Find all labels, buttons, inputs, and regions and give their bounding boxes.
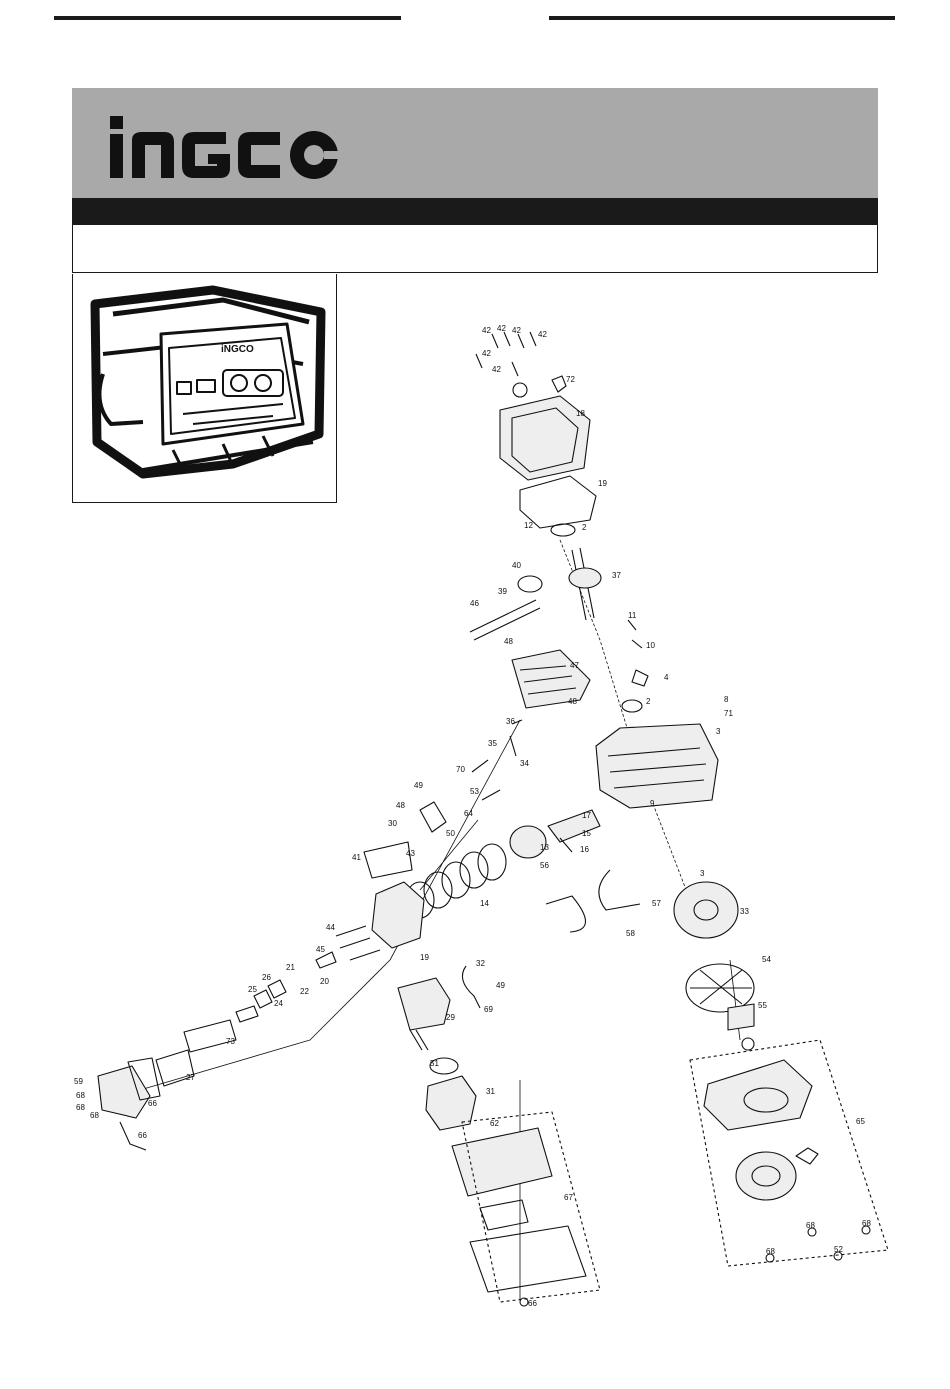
part-label: 37 xyxy=(612,571,621,580)
part-label: 19 xyxy=(598,479,607,488)
part-label: 66 xyxy=(148,1099,157,1108)
part-label: 62 xyxy=(490,1119,499,1128)
part-label: 3 xyxy=(700,869,705,878)
part-label: 40 xyxy=(512,561,521,570)
part-label: 39 xyxy=(498,587,507,596)
part-label: 35 xyxy=(488,739,497,748)
part-label: 11 xyxy=(628,611,637,620)
part-label: 42 xyxy=(482,326,491,335)
part-label: 53 xyxy=(470,787,479,796)
part-label: 48 xyxy=(504,637,513,646)
part-label: 29 xyxy=(446,1013,455,1022)
part-label: 42 xyxy=(482,349,491,358)
part-label: 42 xyxy=(497,324,506,333)
part-label: 36 xyxy=(506,717,515,726)
part-label: 41 xyxy=(352,853,361,862)
part-label: 66 xyxy=(528,1299,537,1308)
part-label: 15 xyxy=(582,829,591,838)
part-label: 12 xyxy=(524,521,533,530)
part-label: 68 xyxy=(76,1091,85,1100)
part-label: 10 xyxy=(646,641,655,650)
part-label: 51 xyxy=(430,1059,439,1068)
part-label: 33 xyxy=(740,907,749,916)
part-label: 56 xyxy=(540,861,549,870)
part-label: 49 xyxy=(414,781,423,790)
part-label: 42 xyxy=(538,330,547,339)
part-label: 31 xyxy=(486,1087,495,1096)
part-label: 14 xyxy=(480,899,489,908)
part-label: 50 xyxy=(446,829,455,838)
part-label: 24 xyxy=(274,999,283,1008)
part-label: 65 xyxy=(856,1117,865,1126)
part-label: 30 xyxy=(388,819,397,828)
part-label: 59 xyxy=(74,1077,83,1086)
part-label: 57 xyxy=(652,899,661,908)
part-label: 46 xyxy=(470,599,479,608)
part-label: 64 xyxy=(464,809,473,818)
part-label: 45 xyxy=(316,945,325,954)
part-label: 70 xyxy=(456,765,465,774)
part-label: 68 xyxy=(806,1221,815,1230)
part-label: 67 xyxy=(564,1193,573,1202)
part-label: 27 xyxy=(186,1073,195,1082)
part-label: 17 xyxy=(582,811,591,820)
part-label: 68 xyxy=(76,1103,85,1112)
part-label: 19 xyxy=(420,953,429,962)
part-label: 73 xyxy=(226,1037,235,1046)
part-label: 54 xyxy=(762,955,771,964)
part-label: 52 xyxy=(834,1245,843,1254)
part-label: 21 xyxy=(286,963,295,972)
part-label: 26 xyxy=(262,973,271,982)
part-label: 2 xyxy=(646,697,651,706)
part-label: 48 xyxy=(568,697,577,706)
part-label: 68 xyxy=(90,1111,99,1120)
part-label: 18 xyxy=(576,409,585,418)
part-label: 9 xyxy=(650,799,655,808)
part-label: 42 xyxy=(492,365,501,374)
part-label: 2 xyxy=(582,523,587,532)
part-label: 44 xyxy=(326,923,335,932)
part-label: 43 xyxy=(406,849,415,858)
part-label: 68 xyxy=(862,1219,871,1228)
part-label: 69 xyxy=(484,1005,493,1014)
part-label: 4 xyxy=(664,673,669,682)
part-label: 32 xyxy=(476,959,485,968)
part-label: 16 xyxy=(580,845,589,854)
part-label: 8 xyxy=(724,695,729,704)
part-label: 25 xyxy=(248,985,257,994)
part-label: 58 xyxy=(626,929,635,938)
part-label: 3 xyxy=(716,727,721,736)
part-label: 72 xyxy=(566,375,575,384)
part-label: 42 xyxy=(512,326,521,335)
part-label: 13 xyxy=(540,843,549,852)
part-label: 34 xyxy=(520,759,529,768)
part-label: 20 xyxy=(320,977,329,986)
part-label: 22 xyxy=(300,987,309,996)
part-label: 47 xyxy=(570,661,579,670)
part-label: 48 xyxy=(396,801,405,810)
part-label: 66 xyxy=(138,1131,147,1140)
part-label: 49 xyxy=(496,981,505,990)
part-label: 55 xyxy=(758,1001,767,1010)
part-label: 68 xyxy=(766,1247,775,1256)
part-label: 71 xyxy=(724,709,733,718)
